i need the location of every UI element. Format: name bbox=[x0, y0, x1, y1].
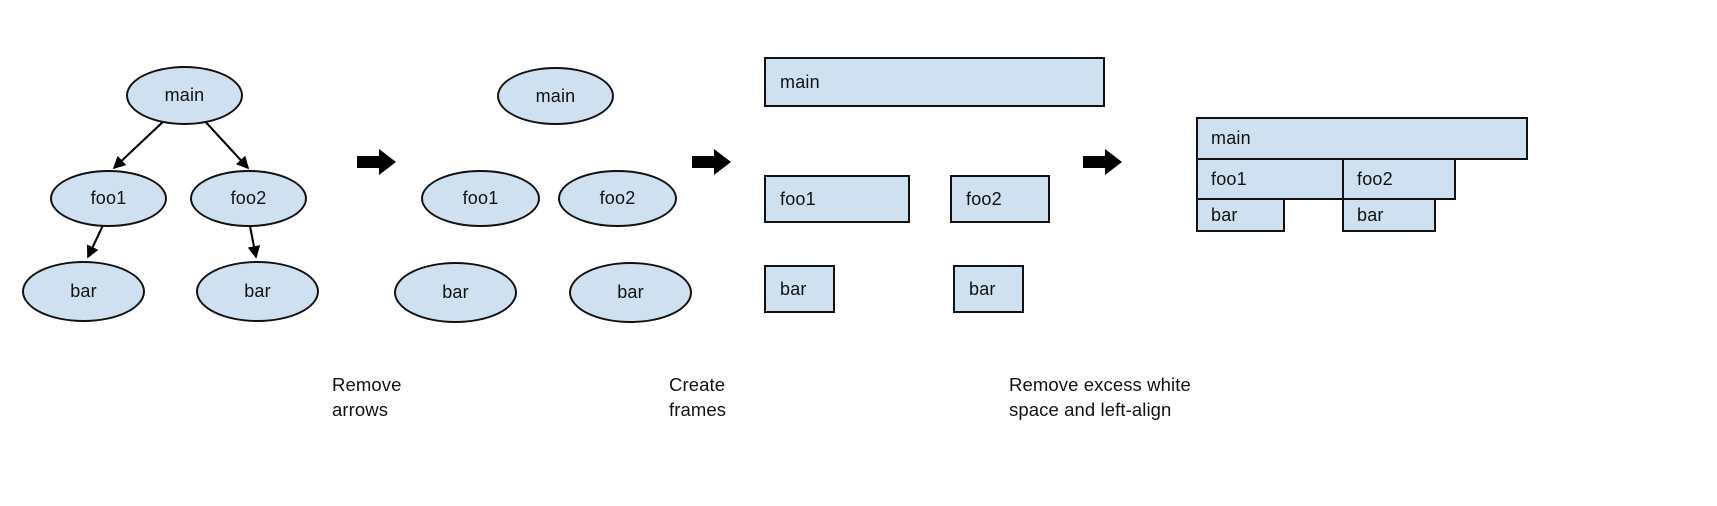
panel-3-frame-foo1[interactable]: foo1 bbox=[764, 175, 910, 223]
node-label: foo2 bbox=[966, 188, 1002, 209]
node-label: bar bbox=[70, 281, 97, 301]
node-label: bar bbox=[244, 281, 271, 301]
panel-3-frame-main[interactable]: main bbox=[764, 57, 1105, 107]
node-label: bar bbox=[617, 282, 644, 302]
panel-1-node-bar-left[interactable]: bar bbox=[22, 261, 145, 322]
node-label: foo1 bbox=[462, 188, 499, 208]
edge-main-foo1 bbox=[112, 117, 168, 170]
caption-remove-excess-white-space: Remove excess white space and left-align bbox=[1009, 374, 1191, 420]
caption-remove-arrows: Remove arrows bbox=[332, 374, 402, 420]
caption-create-frames: Create frames bbox=[669, 374, 727, 420]
panel-4-frame-bar-right[interactable]: bar bbox=[1342, 198, 1436, 232]
panel-3-frame-bar-right[interactable]: bar bbox=[953, 265, 1024, 313]
node-label: foo2 bbox=[599, 188, 636, 208]
edge-main-foo2 bbox=[201, 117, 250, 170]
panel-3-frame-bar-left[interactable]: bar bbox=[764, 265, 835, 313]
node-label: bar bbox=[780, 278, 807, 299]
panel-4-frame-main[interactable]: main bbox=[1196, 117, 1528, 160]
panel-1-node-foo2[interactable]: foo2 bbox=[190, 170, 307, 227]
right-arrow-icon bbox=[692, 149, 731, 175]
node-label: foo2 bbox=[230, 188, 267, 208]
step-arrow-3 bbox=[1083, 148, 1123, 176]
node-label: bar bbox=[1211, 204, 1238, 225]
right-arrow-icon bbox=[357, 149, 396, 175]
node-label: foo2 bbox=[1357, 168, 1393, 189]
panel-2-node-main[interactable]: main bbox=[497, 67, 614, 125]
node-label: main bbox=[164, 85, 205, 105]
node-label: bar bbox=[1357, 204, 1384, 225]
panel-2-node-foo2[interactable]: foo2 bbox=[558, 170, 677, 227]
panel-1-node-bar-right[interactable]: bar bbox=[196, 261, 319, 322]
node-label: bar bbox=[969, 278, 996, 299]
panel-2-node-foo1[interactable]: foo1 bbox=[421, 170, 540, 227]
node-label: foo1 bbox=[90, 188, 127, 208]
panel-1-node-foo1[interactable]: foo1 bbox=[50, 170, 167, 227]
node-label: bar bbox=[442, 282, 469, 302]
node-label: foo1 bbox=[780, 188, 816, 209]
node-label: main bbox=[535, 85, 576, 106]
panel-4-frame-foo1[interactable]: foo1 bbox=[1196, 158, 1344, 200]
panel-2-node-bar-left[interactable]: bar bbox=[394, 262, 517, 323]
panel-3-frame-foo2[interactable]: foo2 bbox=[950, 175, 1050, 223]
node-label: main bbox=[780, 71, 820, 92]
panel-4-frame-foo2[interactable]: foo2 bbox=[1342, 158, 1456, 200]
panel-1-node-main[interactable]: main bbox=[126, 66, 243, 125]
right-arrow-icon bbox=[1083, 149, 1122, 175]
panel-4-frame-bar-left[interactable]: bar bbox=[1196, 198, 1285, 232]
step-arrow-2 bbox=[692, 148, 732, 176]
panel-2-node-bar-right[interactable]: bar bbox=[569, 262, 692, 323]
step-arrow-1 bbox=[357, 148, 397, 176]
node-label: foo1 bbox=[1211, 168, 1247, 189]
node-label: main bbox=[1211, 128, 1251, 148]
